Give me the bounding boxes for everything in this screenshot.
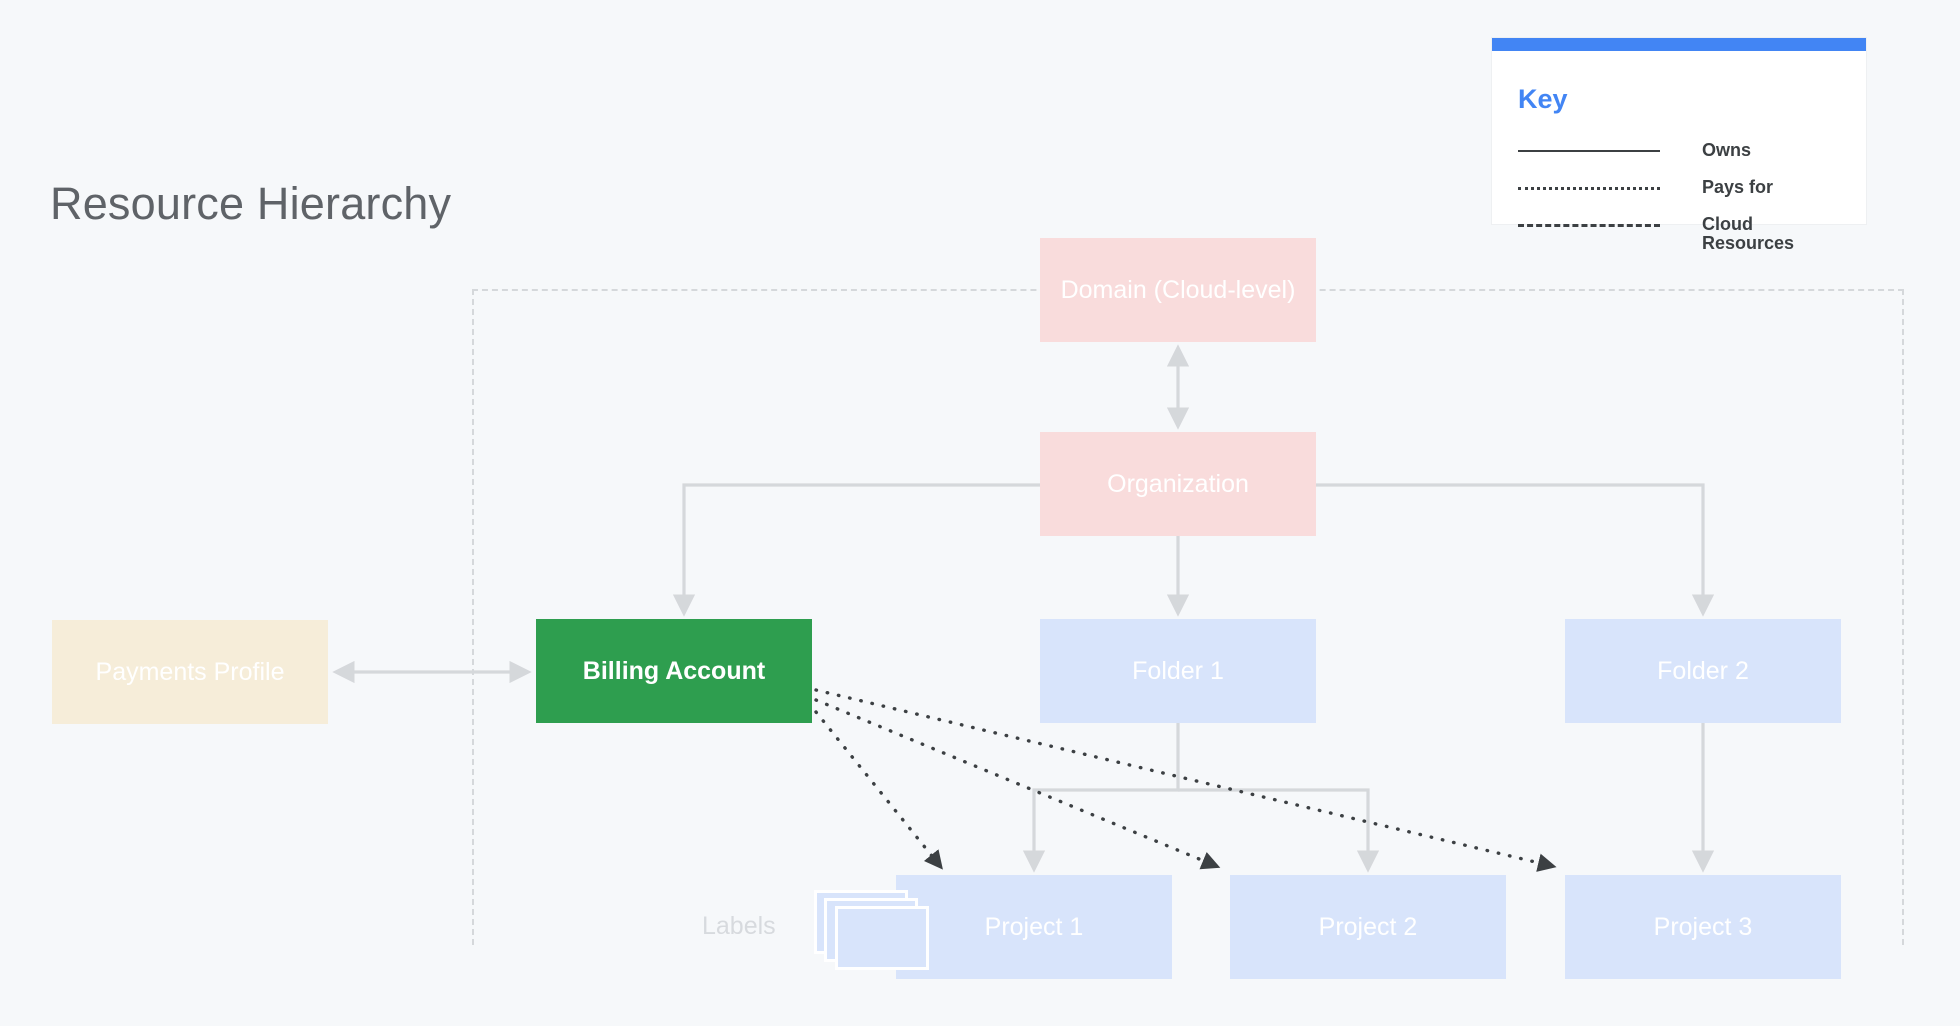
key-row-cloud-resources: Cloud Resources [1518, 214, 1848, 254]
solid-line-icon [1518, 141, 1660, 163]
cloud-resources-boundary [472, 289, 1904, 945]
node-domain[interactable]: Domain (Cloud-level) [1040, 238, 1316, 342]
key-accent-bar [1492, 38, 1866, 51]
node-billing-account[interactable]: Billing Account [536, 619, 812, 723]
key-legend-card: Key Owns Pays for Cloud Resources [1492, 38, 1866, 253]
key-rows: Owns Pays for Cloud Resources [1518, 140, 1848, 265]
node-folder-2[interactable]: Folder 2 [1565, 619, 1841, 723]
key-label-owns: Owns [1702, 140, 1752, 160]
dotted-line-icon [1518, 178, 1660, 200]
key-title: Key [1518, 84, 1568, 114]
node-project-2[interactable]: Project 2 [1230, 875, 1506, 979]
dashed-line-icon [1518, 215, 1660, 237]
key-row-pays-for: Pays for [1518, 177, 1848, 204]
node-organization[interactable]: Organization [1040, 432, 1316, 536]
node-folder-1[interactable]: Folder 1 [1040, 619, 1316, 723]
node-project-3[interactable]: Project 3 [1565, 875, 1841, 979]
key-label-pays-for: Pays for [1702, 177, 1774, 197]
page-title: Resource Hierarchy [50, 178, 452, 229]
labels-caption: Labels [702, 912, 776, 940]
key-label-cloud-resources: Cloud Resources [1702, 214, 1795, 254]
stacked-cards-icon [814, 890, 934, 976]
node-payments-profile[interactable]: Payments Profile [52, 620, 328, 724]
node-project-1[interactable]: Project 1 [896, 875, 1172, 979]
key-row-owns: Owns [1518, 140, 1848, 167]
